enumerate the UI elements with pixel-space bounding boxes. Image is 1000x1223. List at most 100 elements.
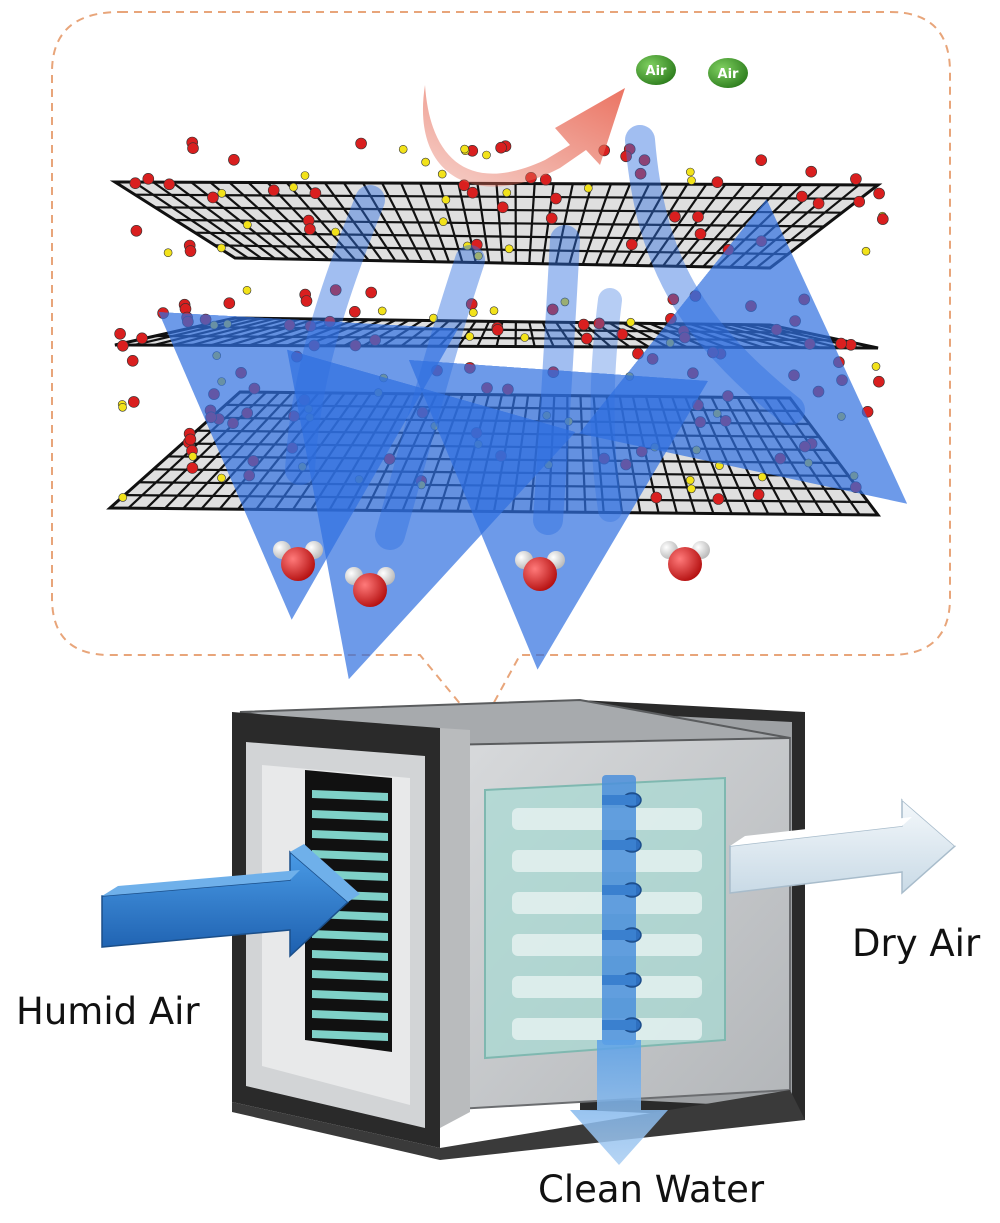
oxygen-atom — [796, 191, 807, 202]
oxygen-atom — [268, 185, 279, 196]
oxygen-atom — [712, 177, 723, 188]
oxygen-atom — [621, 459, 632, 470]
hydrogen-atom — [474, 440, 482, 448]
hydrogen-atom — [380, 374, 388, 382]
oxygen-atom — [813, 386, 824, 397]
oxygen-atom — [746, 301, 757, 312]
hydrogen-atom — [505, 245, 513, 253]
oxygen-atom — [127, 355, 138, 366]
oxygen-atom — [854, 196, 865, 207]
oxygen-atom — [693, 211, 704, 222]
oxygen-atom — [636, 446, 647, 457]
oxygen-atom — [115, 328, 126, 339]
oxygen-atom — [720, 415, 731, 426]
oxygen-atom — [647, 353, 658, 364]
oxygen-atom — [723, 244, 734, 255]
oxygen-atom — [679, 332, 690, 343]
hydrogen-atom — [210, 321, 218, 329]
hydrogen-atom — [164, 249, 172, 257]
oxygen-atom — [228, 418, 239, 429]
oxygen-atom — [350, 340, 361, 351]
oxygen-atom — [188, 143, 199, 154]
hydrogen-atom — [439, 218, 447, 226]
oxygen-atom — [836, 338, 847, 349]
hydrogen-atom — [189, 452, 197, 460]
oxygen-atom — [131, 225, 142, 236]
oxygen-atom — [862, 406, 873, 417]
water-molecule-icon — [345, 567, 395, 607]
oxygen-atom — [310, 188, 321, 199]
oxygen-atom — [366, 287, 377, 298]
oxygen-atom — [550, 193, 561, 204]
callout-bubble — [52, 12, 950, 728]
oxygen-atom — [236, 367, 247, 378]
oxygen-atom — [789, 370, 800, 381]
oxygen-atom — [833, 357, 844, 368]
hydrogen-atom — [119, 493, 127, 501]
oxygen-atom — [626, 239, 637, 250]
humid-air-label: Humid Air — [16, 990, 200, 1033]
hydrogen-atom — [483, 151, 491, 159]
oxygen-atom — [806, 166, 817, 177]
oxygen-atom — [850, 482, 861, 493]
hydrogen-atom — [442, 196, 450, 204]
oxygen-atom — [695, 417, 706, 428]
oxygen-atom — [790, 316, 801, 327]
hydrogen-atom — [217, 244, 225, 252]
oxygen-atom — [799, 441, 810, 452]
hydrogen-atom — [290, 183, 298, 191]
air-molecule-label: Air — [646, 64, 668, 79]
oxygen-atom — [695, 228, 706, 239]
oxygen-atom — [248, 455, 259, 466]
oxygen-atom — [291, 351, 302, 362]
oxygen-atom — [206, 412, 217, 423]
oxygen-atom — [464, 362, 475, 373]
oxygen-atom — [669, 211, 680, 222]
hydrogen-atom — [378, 307, 386, 315]
oxygen-atom — [665, 313, 676, 324]
oxygen-atom — [651, 492, 662, 503]
water-molecule-icon — [273, 541, 323, 581]
hydrogen-atom — [490, 307, 498, 315]
oxygen-atom — [496, 142, 507, 153]
oxygen-atom — [224, 298, 235, 309]
oxygen-atom — [209, 389, 220, 400]
hydrogen-atom — [355, 475, 363, 483]
oxygen-atom — [304, 224, 315, 235]
hydrogen-atom — [688, 177, 696, 185]
oxygen-atom — [370, 335, 381, 346]
hydrogen-atom — [651, 443, 659, 451]
hydrogen-atom — [243, 286, 251, 294]
oxygen-atom — [496, 450, 507, 461]
oxygen-atom — [384, 454, 395, 465]
oxygen-atom — [687, 368, 698, 379]
oxygen-atom — [756, 155, 767, 166]
hydrogen-atom — [466, 333, 474, 341]
oxygen-atom — [482, 383, 493, 394]
hydrogen-atom — [119, 403, 127, 411]
hydrogen-atom — [584, 184, 592, 192]
oxygen-atom — [164, 179, 175, 190]
oxygen-atom — [207, 192, 218, 203]
oxygen-atom — [200, 314, 211, 325]
oxygen-atom — [756, 236, 767, 247]
hydrogen-atom — [627, 318, 635, 326]
oxygen-atom — [877, 214, 888, 225]
oxygen-atom — [692, 400, 703, 411]
oxygen-atom — [143, 173, 154, 184]
oxygen-atom — [158, 308, 169, 319]
oxygen-atom — [249, 383, 260, 394]
oxygen-atom — [633, 348, 644, 359]
oxygen-atom — [813, 198, 824, 209]
oxygen-atom — [356, 138, 367, 149]
oxygen-atom — [128, 396, 139, 407]
oxygen-atom — [722, 391, 733, 402]
oxygen-atom — [228, 154, 239, 165]
hydrogen-atom — [399, 145, 407, 153]
hydrogen-atom — [243, 221, 251, 229]
oxygen-atom — [185, 246, 196, 257]
hydrogen-atom — [469, 309, 477, 317]
water-molecule-icon — [515, 551, 565, 591]
oxygen-atom — [244, 470, 255, 481]
